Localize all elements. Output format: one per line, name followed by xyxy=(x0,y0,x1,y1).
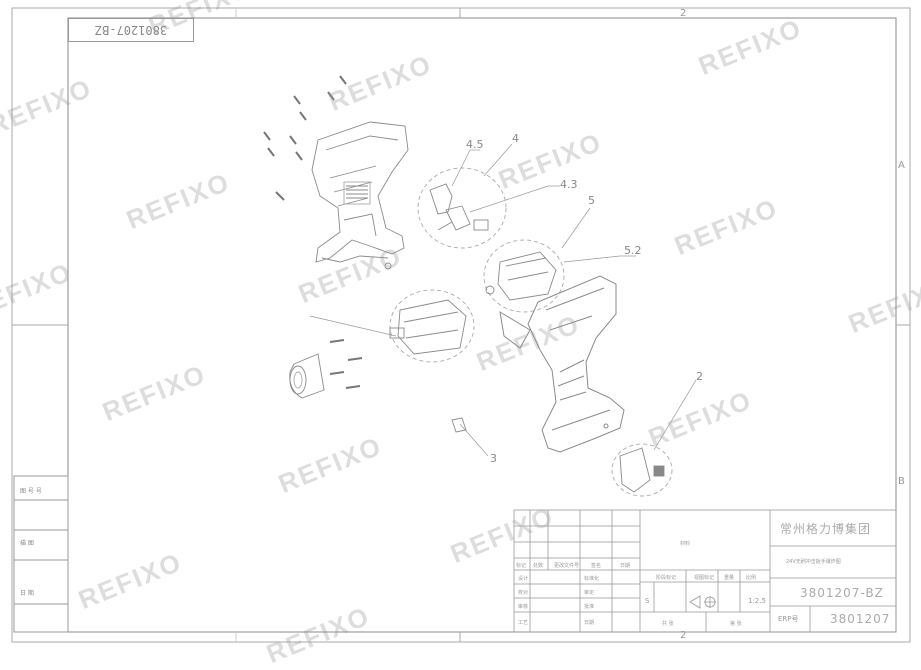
material-label: 材料 xyxy=(680,541,691,547)
company-name: 常州格力博集团 xyxy=(780,522,872,536)
rotated-code-box: 3801207-BZ xyxy=(68,18,194,42)
sign-mid-ratify: 批准 xyxy=(584,604,595,610)
title-block-grid xyxy=(513,509,897,633)
side-label-date: 日 期 xyxy=(20,590,34,597)
side-signature-panel xyxy=(13,475,69,633)
battery-latch-part xyxy=(611,443,673,497)
switch-assembly xyxy=(417,167,507,249)
sign-mid-approve: 审定 xyxy=(584,590,595,596)
callout-4-3: 4.3 xyxy=(560,178,578,191)
product-name: 24V无刷冲击扳手爆炸图 xyxy=(786,559,841,565)
sign-row-check: 校对 xyxy=(518,590,529,596)
weight-label: 重量 xyxy=(724,575,735,581)
callout-leaders xyxy=(309,143,697,457)
sign-row-design: 设计 xyxy=(518,576,529,582)
rev-header-mark: 标记 xyxy=(516,563,527,569)
callout-5: 5 xyxy=(588,194,595,207)
callout-2: 2 xyxy=(696,370,703,383)
zone-right-a: A xyxy=(898,160,905,171)
scale-label: 比例 xyxy=(746,575,757,581)
screws-group xyxy=(263,75,363,389)
sign-row-review: 审核 xyxy=(518,604,529,610)
rev-header-file: 更改文件号 xyxy=(554,563,580,569)
sign-row-process: 工艺 xyxy=(518,620,529,626)
drawing-number: 3801207-BZ xyxy=(800,586,884,600)
side-label-number: 图 号 号 xyxy=(20,488,42,495)
gearbox-hammer-assembly xyxy=(389,289,475,363)
sign-mid-standard: 标准化 xyxy=(584,576,600,582)
rev-header-date: 日期 xyxy=(620,563,631,569)
callout-3: 3 xyxy=(490,452,497,465)
tolerance-mark: S xyxy=(645,597,650,605)
erp-number: 3801207 xyxy=(830,612,891,626)
scale-value: 1:2.5 xyxy=(748,597,766,605)
housing-half-left xyxy=(311,121,409,270)
zone-top: 2 xyxy=(680,8,687,19)
technical-drawing xyxy=(11,7,911,643)
sheet-number: 第 张 xyxy=(730,621,742,627)
rev-header-count: 处数 xyxy=(533,563,544,569)
zone-bottom: 2 xyxy=(680,630,687,641)
erp-label: ERP号 xyxy=(778,615,799,623)
stage-label: 阶段标记 xyxy=(656,575,677,581)
zone-right-b: B xyxy=(898,476,905,487)
sign-mid-date: 日期 xyxy=(584,620,595,626)
callout-5-2: 5.2 xyxy=(624,244,642,257)
side-label-trace: 描 图 xyxy=(20,540,34,547)
front-boot-cap xyxy=(289,353,325,399)
rev-header-sign: 签名 xyxy=(591,563,602,569)
sheet-total: 共 张 xyxy=(662,621,674,627)
drawing-sheet xyxy=(11,7,911,643)
callout-4: 4 xyxy=(512,132,519,145)
assembled-impact-wrench xyxy=(499,275,625,453)
view-label: 视图标记 xyxy=(694,575,715,581)
callout-4-5: 4.5 xyxy=(466,138,484,151)
motor-assembly xyxy=(483,239,565,313)
bit-holder-part xyxy=(451,417,467,433)
